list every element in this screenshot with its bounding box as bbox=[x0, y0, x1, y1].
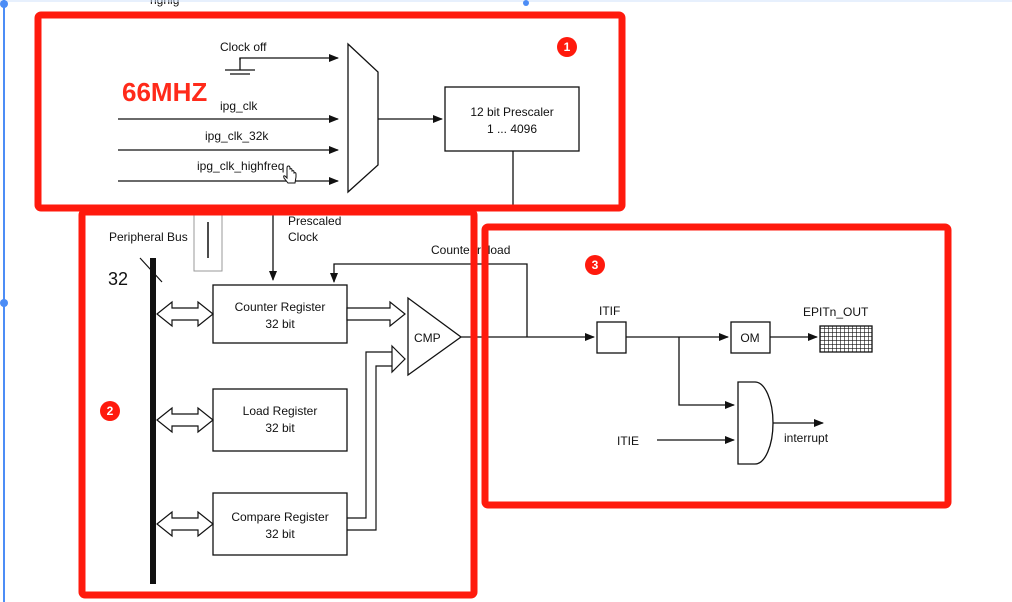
counter-register-title: Counter Register bbox=[235, 300, 326, 314]
bus-to-compare-arrow bbox=[156, 510, 214, 538]
prescaler-box bbox=[444, 86, 580, 152]
svg-text:3: 3 bbox=[592, 258, 599, 272]
annotation-badge-1: 1 bbox=[557, 37, 577, 57]
itif-label: ITIF bbox=[599, 304, 620, 318]
load-register-width: 32 bit bbox=[265, 421, 295, 435]
load-register-box bbox=[212, 388, 348, 452]
counter-to-cmp-arrow bbox=[346, 300, 406, 328]
bus-width-label: 32 bbox=[108, 269, 128, 289]
om-label: OM bbox=[740, 331, 759, 345]
load-register-title: Load Register bbox=[243, 404, 318, 418]
bus-to-load-arrow bbox=[156, 406, 214, 434]
prescaled-clock-label-2: Clock bbox=[288, 230, 319, 244]
svg-text:2: 2 bbox=[107, 404, 114, 418]
interrupt-label: interrupt bbox=[784, 431, 829, 445]
clock-mux bbox=[347, 42, 379, 194]
counter-register-width: 32 bit bbox=[265, 317, 295, 331]
register-section: Prescaled Clock Peripheral Bus 32 Counte… bbox=[108, 206, 528, 584]
annotation-box-1[interactable] bbox=[34, 11, 626, 212]
interrupt-and-gate bbox=[737, 381, 774, 465]
bus-to-counter-arrow bbox=[156, 300, 214, 328]
svg-text:1: 1 bbox=[564, 40, 571, 54]
annotation-box-3[interactable] bbox=[481, 223, 952, 509]
selection-handle-top[interactable] bbox=[0, 0, 8, 8]
output-section: ITIF OM EPITn_OUT ITIE interrupt bbox=[461, 304, 873, 465]
mux-input-clock-off: Clock off bbox=[220, 40, 267, 54]
mux-input-ipg-clk-32k: ipg_clk_32k bbox=[205, 129, 269, 143]
cmp-comparator bbox=[407, 296, 463, 377]
itif-flag-box bbox=[596, 321, 627, 354]
mux-input-ipg-clk-highfreq: ipg_clk_highfreq bbox=[197, 159, 284, 173]
epit-out-label: EPITn_OUT bbox=[803, 305, 869, 319]
epit-output-pin bbox=[819, 325, 873, 353]
prescaler-title: 12 bit Prescaler bbox=[470, 105, 553, 119]
compare-register-title: Compare Register bbox=[231, 510, 328, 524]
counter-register-box bbox=[212, 284, 348, 344]
itie-label: ITIE bbox=[617, 434, 639, 448]
prescaled-clock-label-1: Prescaled bbox=[288, 214, 341, 228]
cmp-label: CMP bbox=[414, 331, 441, 345]
annotation-box-2[interactable] bbox=[78, 208, 478, 599]
annotation-badge-2: 2 bbox=[100, 401, 120, 421]
selection-handle-mid[interactable] bbox=[0, 299, 8, 307]
hand-pointer-icon bbox=[283, 165, 297, 184]
compare-register-width: 32 bit bbox=[265, 527, 295, 541]
om-box bbox=[730, 321, 771, 354]
annotation-badge-3: 3 bbox=[585, 255, 605, 275]
clock-source-section: Clock off ipg_clk ipg_clk_32k ipg_clk_hi… bbox=[118, 40, 580, 206]
peripheral-bus-label: Peripheral Bus bbox=[109, 230, 188, 244]
prescaler-range: 1 ... 4096 bbox=[487, 122, 537, 136]
clipped-top-text: ngnig bbox=[150, 0, 179, 7]
text-caret-handle[interactable] bbox=[523, 0, 529, 6]
mux-input-ipg-clk: ipg_clk bbox=[220, 99, 258, 113]
frequency-annotation: 66MHZ bbox=[122, 77, 207, 107]
compare-register-box bbox=[212, 492, 348, 556]
peripheral-bus bbox=[150, 258, 156, 584]
compare-to-cmp-arrow bbox=[391, 344, 406, 374]
